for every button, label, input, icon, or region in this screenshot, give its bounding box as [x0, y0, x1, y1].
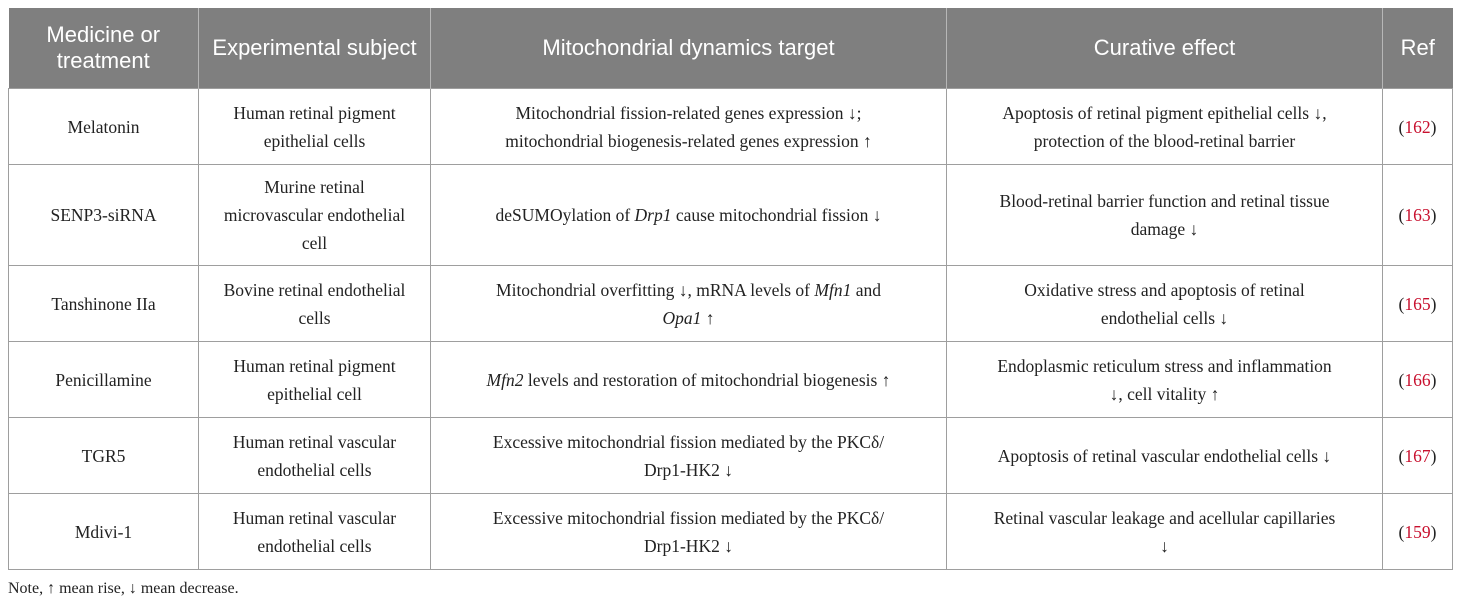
cell-effect: Retinal vascular leakage and acellular c… — [946, 493, 1383, 570]
cell-medicine: TGR5 — [8, 417, 199, 494]
cell-subject: Human retinal pigment epithelial cells — [198, 88, 431, 165]
ref-link[interactable]: 166 — [1404, 369, 1431, 390]
cell-ref: (162) — [1382, 88, 1453, 165]
cell-subject: Human retinal pigment epithelial cell — [198, 341, 431, 418]
header-medicine: Medicine or treatment — [8, 8, 199, 89]
header-subject: Experimental subject — [198, 8, 431, 89]
cell-target: deSUMOylation of Drp1 cause mitochondria… — [430, 164, 947, 266]
cell-ref: (166) — [1382, 341, 1453, 418]
cell-target: Mitochondrial overfitting ↓, mRNA levels… — [430, 265, 947, 342]
document: Medicine or treatment Experimental subje… — [8, 8, 1453, 598]
header-effect: Curative effect — [946, 8, 1383, 89]
cell-ref: (159) — [1382, 493, 1453, 570]
header-target: Mitochondrial dynamics target — [430, 8, 947, 89]
cell-ref: (163) — [1382, 164, 1453, 266]
cell-subject: Bovine retinal endothelial cells — [198, 265, 431, 342]
cell-effect: Blood-retinal barrier function and retin… — [946, 164, 1383, 266]
treatment-table: Medicine or treatment Experimental subje… — [8, 8, 1453, 570]
header-ref: Ref — [1382, 8, 1453, 89]
cell-subject: Human retinal vascular endothelial cells — [198, 417, 431, 494]
cell-target: Mitochondrial fission-related genes expr… — [430, 88, 947, 165]
cell-subject: Murine retinal microvascular endothelial… — [198, 164, 431, 266]
table-body: Melatonin Human retinal pigment epitheli… — [8, 88, 1453, 570]
table-row: Tanshinone IIa Bovine retinal endothelia… — [8, 265, 1453, 342]
cell-effect: Oxidative stress and apoptosis of retina… — [946, 265, 1383, 342]
table-row: Melatonin Human retinal pigment epitheli… — [8, 88, 1453, 165]
cell-medicine: SENP3-siRNA — [8, 164, 199, 266]
ref-link[interactable]: 165 — [1404, 293, 1431, 314]
table-note: Note, ↑ mean rise, ↓ mean decrease. — [8, 580, 239, 597]
cell-target: Excessive mitochondrial fission mediated… — [430, 493, 947, 570]
cell-ref: (167) — [1382, 417, 1453, 494]
table-row: TGR5 Human retinal vascular endothelial … — [8, 417, 1453, 494]
cell-target: Mfn2 levels and restoration of mitochond… — [430, 341, 947, 418]
ref-link[interactable]: 159 — [1404, 521, 1431, 542]
cell-subject: Human retinal vascular endothelial cells — [198, 493, 431, 570]
cell-medicine: Mdivi-1 — [8, 493, 199, 570]
cell-medicine: Tanshinone IIa — [8, 265, 199, 342]
cell-medicine: Melatonin — [8, 88, 199, 165]
ref-link[interactable]: 163 — [1404, 205, 1431, 225]
cell-effect: Apoptosis of retinal pigment epithelial … — [946, 88, 1383, 165]
ref-link[interactable]: 162 — [1404, 116, 1431, 137]
cell-target: Excessive mitochondrial fission mediated… — [430, 417, 947, 494]
table-header: Medicine or treatment Experimental subje… — [8, 8, 1453, 89]
table-row: Penicillamine Human retinal pigment epit… — [8, 341, 1453, 418]
table-row: Mdivi-1 Human retinal vascular endotheli… — [8, 493, 1453, 570]
cell-effect: Endoplasmic reticulum stress and inflamm… — [946, 341, 1383, 418]
table-row: SENP3-siRNA Murine retinal microvascular… — [8, 164, 1453, 266]
cell-effect: Apoptosis of retinal vascular endothelia… — [946, 417, 1383, 494]
cell-ref: (165) — [1382, 265, 1453, 342]
cell-medicine: Penicillamine — [8, 341, 199, 418]
ref-link[interactable]: 167 — [1404, 445, 1431, 466]
